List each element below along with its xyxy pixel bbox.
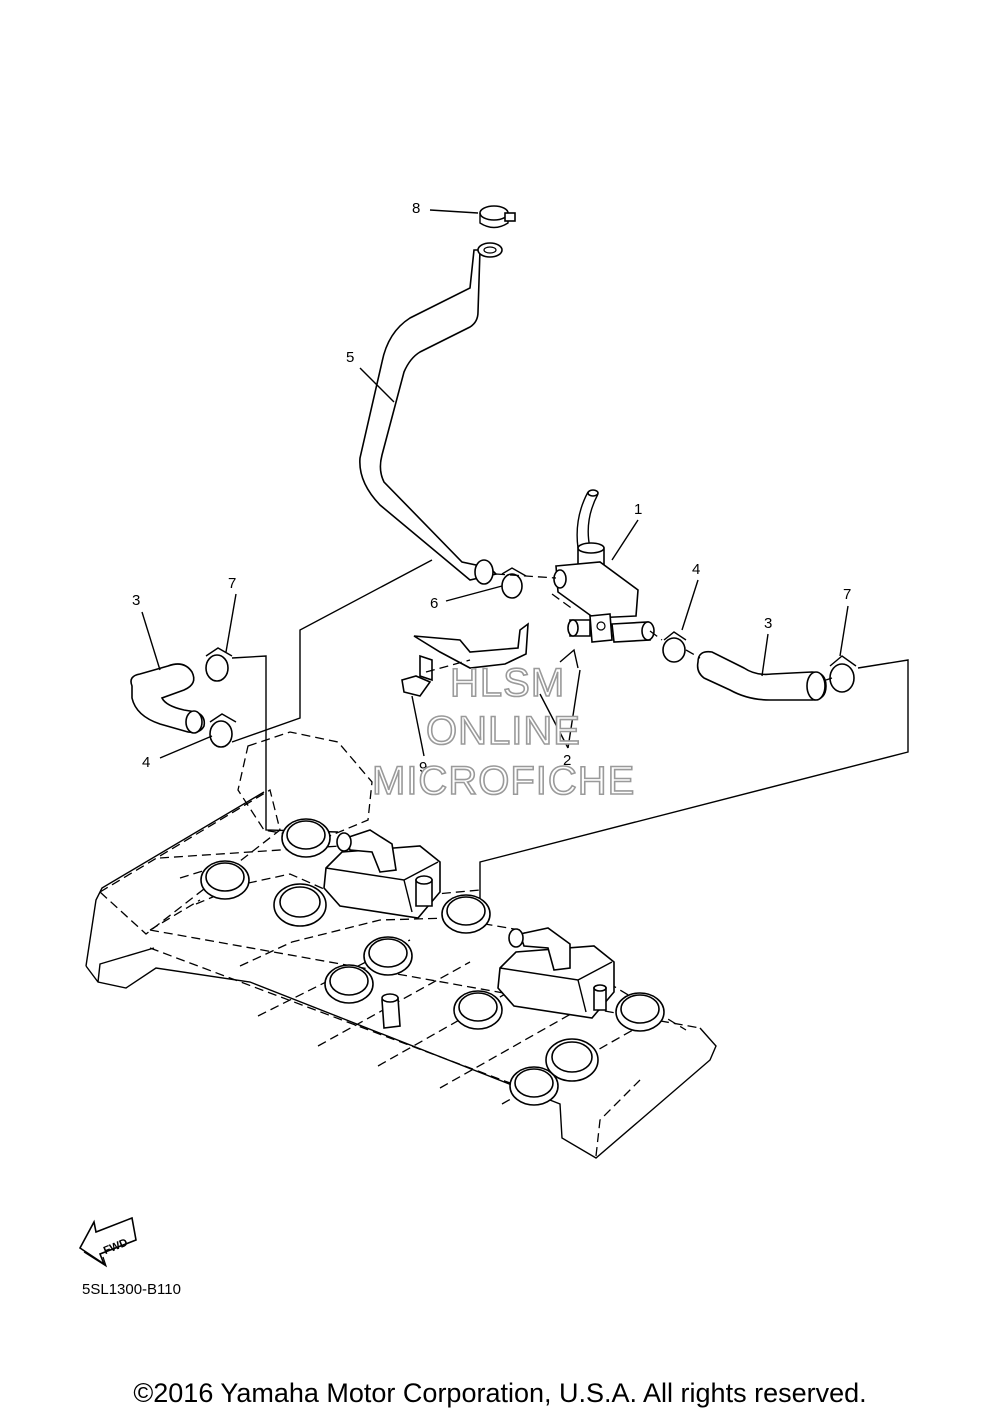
- leader-lines: [141, 209, 849, 759]
- bolt-9: [401, 654, 433, 697]
- callout-1: 1: [634, 501, 642, 518]
- callout-4-right: 4: [692, 561, 700, 578]
- callout-6: 6: [430, 595, 438, 612]
- callout-labels: 8 5 1 4 7 3 6 7 3 4 9 2: [132, 200, 851, 776]
- callout-2: 2: [563, 752, 571, 769]
- clamp-7-right: [829, 655, 857, 693]
- clamp-4-right: [662, 631, 687, 663]
- watermark-line-3: MICROFICHE: [372, 759, 635, 803]
- clamp-8: [479, 205, 516, 229]
- watermark: HLSM ONLINE MICROFICHE: [371, 660, 635, 804]
- connection-lines: [231, 559, 909, 900]
- callout-5: 5: [346, 349, 354, 366]
- callout-9: 9: [419, 759, 427, 776]
- hose-5: [359, 242, 503, 585]
- watermark-line-2: ONLINE: [426, 709, 581, 753]
- callout-3-left: 3: [132, 592, 140, 609]
- callout-7-left: 7: [228, 575, 236, 592]
- fwd-arrow-icon: FWD: [78, 1216, 137, 1268]
- watermark-line-1: HLSM: [450, 661, 565, 705]
- clamp-4-left: [209, 713, 237, 748]
- callout-4-left: 4: [142, 754, 150, 771]
- hose-3-left: [130, 663, 206, 734]
- plug-holes: [200, 818, 665, 1106]
- callout-8: 8: [412, 200, 420, 217]
- clamp-6: [501, 567, 527, 599]
- copyright-notice: ©2016 Yamaha Motor Corporation, U.S.A. A…: [133, 1378, 867, 1408]
- air-cut-valve-1: [553, 489, 655, 643]
- callout-3-right: 3: [764, 615, 772, 632]
- callout-7-right: 7: [843, 586, 851, 603]
- clamp-7-left: [205, 647, 233, 682]
- cylinder-head-cover: [85, 731, 717, 1159]
- reference-code: 5SL1300-B110: [82, 1281, 181, 1298]
